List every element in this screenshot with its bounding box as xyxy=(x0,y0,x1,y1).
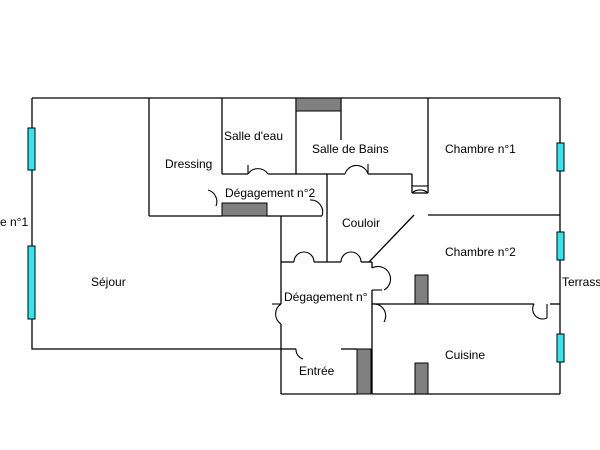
window-sejour-bottom xyxy=(27,245,36,320)
label-couloir: Couloir xyxy=(342,216,380,230)
label-cuisine: Cuisine xyxy=(445,348,485,362)
label-chambre1: Chambre n°1 xyxy=(445,142,516,156)
door-chambre1 xyxy=(411,189,429,194)
label-degagement1: Dégagement n° xyxy=(284,290,368,304)
window-chambre2 xyxy=(556,231,565,261)
door-entree-wc xyxy=(295,348,304,360)
window-sejour-top xyxy=(27,127,36,171)
solid-blocks xyxy=(221,97,429,395)
block-cuisine xyxy=(414,362,429,395)
door-salle-eau xyxy=(247,168,269,175)
room-labels: e n°1 Séjour Dressing Salle d'eau Salle … xyxy=(0,129,600,378)
window-cuisine xyxy=(556,333,565,363)
door-chambre2 xyxy=(371,265,392,291)
interior-walls xyxy=(148,98,560,394)
door-degagement1-a xyxy=(293,251,315,263)
label-salle-bains: Salle de Bains xyxy=(312,142,389,156)
block-salle-bains xyxy=(295,97,342,112)
door-degagement2-couloir xyxy=(309,199,324,217)
label-chambre2: Chambre n°2 xyxy=(445,245,516,259)
label-dressing: Dressing xyxy=(165,157,212,171)
label-cut-left: e n°1 xyxy=(0,215,28,229)
block-entree xyxy=(356,348,372,395)
door-terrasse xyxy=(532,303,548,320)
label-degagement2: Dégagement n°2 xyxy=(225,186,316,200)
block-degagement2 xyxy=(221,202,268,217)
door-dressing xyxy=(207,189,218,207)
label-salle-eau: Salle d'eau xyxy=(224,129,283,143)
label-sejour: Séjour xyxy=(91,275,126,289)
label-entree: Entrée xyxy=(299,364,335,378)
label-terrasse: Terrass xyxy=(562,275,600,289)
block-chambre2 xyxy=(414,274,429,305)
door-degagement1-b xyxy=(340,251,362,263)
window-chambre1 xyxy=(556,142,565,172)
door-salle-bains xyxy=(344,164,369,175)
windows xyxy=(27,127,565,363)
doors xyxy=(207,164,548,360)
door-sejour xyxy=(275,303,282,325)
door-cuisine xyxy=(371,303,387,323)
